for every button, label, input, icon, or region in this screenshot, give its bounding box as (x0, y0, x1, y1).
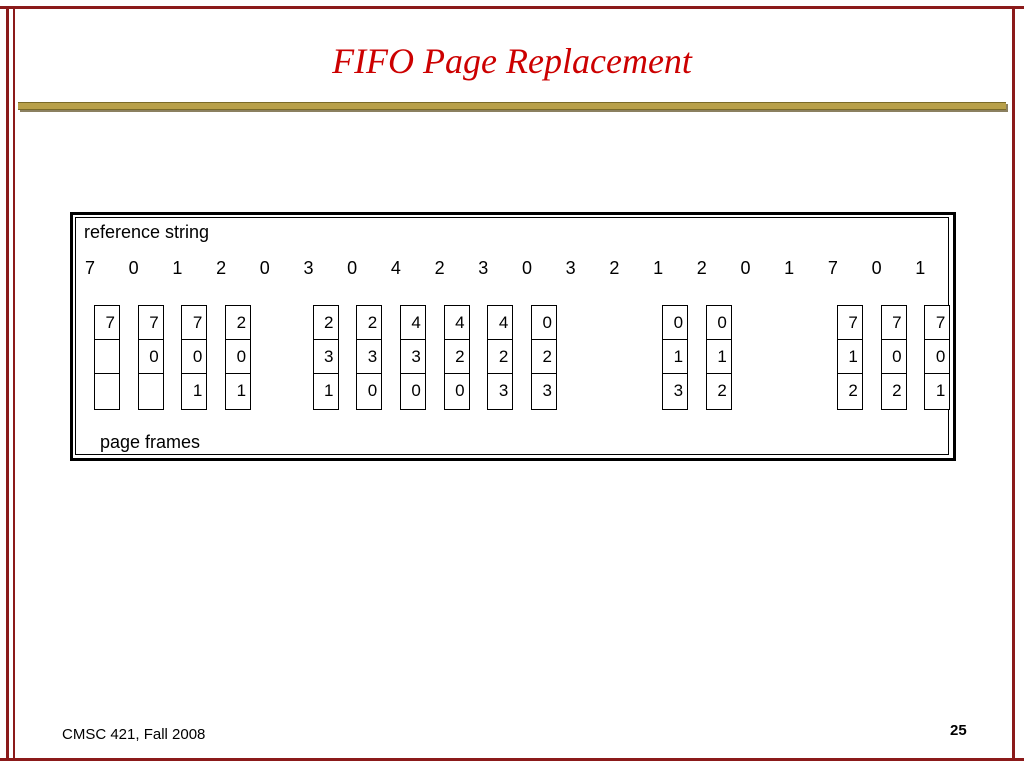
slide-title: FIFO Page Replacement (332, 41, 692, 81)
reference-item: 1 (915, 258, 926, 278)
frame-cell: 2 (444, 340, 469, 374)
frame-cell: 4 (444, 306, 469, 340)
frame-cell: 0 (532, 306, 556, 340)
reference-item: 2 (216, 258, 227, 278)
frame-cell: 4 (400, 306, 425, 340)
frame-cell: 7 (138, 306, 163, 340)
frame-cell: 1 (706, 340, 731, 374)
frame-cell: 0 (411, 381, 421, 400)
frame-cell (95, 374, 119, 409)
frame-cell: 1 (236, 381, 247, 400)
frame-cell: 0 (706, 306, 731, 340)
frame-cell: 0 (455, 381, 465, 400)
frame-cell: 2 (488, 340, 513, 374)
reference-item: 3 (565, 258, 576, 278)
frame-cell: 7 (95, 306, 119, 340)
reference-item: 7 (84, 258, 95, 278)
reference-item: 0 (259, 258, 270, 278)
reference-item: 0 (128, 258, 139, 278)
frame-column: 7 (94, 305, 120, 410)
slide-border-left-inner (13, 6, 15, 761)
frame-cell: 2 (226, 306, 251, 340)
frame-cell (139, 374, 163, 409)
frame-cell: 3 (542, 381, 552, 400)
reference-item: 3 (303, 258, 314, 278)
frame-cell: 0 (367, 381, 378, 400)
reference-item: 2 (696, 258, 707, 278)
frame-cell: 1 (192, 381, 203, 400)
frame-cell: 3 (673, 381, 684, 400)
frame-cell: 2 (717, 381, 727, 400)
frame-cell: 7 (881, 306, 906, 340)
frame-cell: 7 (182, 306, 207, 340)
frame-cell (95, 340, 119, 374)
frame-cell: 2 (848, 381, 858, 400)
reference-item: 2 (609, 258, 620, 278)
frame-cell: 3 (357, 340, 382, 374)
frame-cell: 0 (925, 340, 950, 374)
reference-item: 3 (478, 258, 489, 278)
frame-cell: 1 (324, 381, 334, 400)
reference-item: 0 (347, 258, 358, 278)
frame-cell: 3 (400, 340, 425, 374)
frame-cell: 2 (532, 340, 556, 374)
frame-cell: 1 (837, 340, 862, 374)
frame-cell: 3 (498, 381, 509, 400)
frame-cell: 0 (881, 340, 906, 374)
frame-cell: 7 (837, 306, 862, 340)
reference-item: 1 (653, 258, 664, 278)
frame-cell: 7 (925, 306, 950, 340)
frame-cell: 0 (226, 340, 251, 374)
reference-item: 7 (827, 258, 838, 278)
reference-item: 2 (434, 258, 445, 278)
page-number: 25 (950, 722, 967, 739)
slide-border-top (0, 6, 1024, 9)
frame-cell: 1 (935, 381, 946, 400)
frame-cell: 0 (663, 306, 688, 340)
page-frames-label: page frames (100, 432, 201, 452)
footer-course: CMSC 421, Fall 2008 (62, 726, 206, 743)
frame-cell: 2 (357, 306, 382, 340)
reference-string-label: reference string (84, 222, 210, 242)
slide-border-bottom (0, 758, 1024, 761)
frame-cell: 2 (892, 381, 902, 400)
reference-item: 1 (172, 258, 183, 278)
frame-cell: 0 (138, 340, 163, 374)
frame-cell: 1 (663, 340, 688, 374)
frame-cell: 4 (488, 306, 513, 340)
frame-cell: 2 (313, 306, 338, 340)
reference-item: 0 (871, 258, 882, 278)
title-underline (18, 102, 1006, 110)
reference-item: 0 (740, 258, 751, 278)
reference-item: 1 (784, 258, 795, 278)
reference-item: 4 (390, 258, 401, 278)
frame-cell: 0 (182, 340, 207, 374)
slide-border-left (6, 6, 9, 761)
slide-border-right (1012, 6, 1015, 761)
reference-item: 0 (521, 258, 532, 278)
frame-cell: 3 (313, 340, 338, 374)
